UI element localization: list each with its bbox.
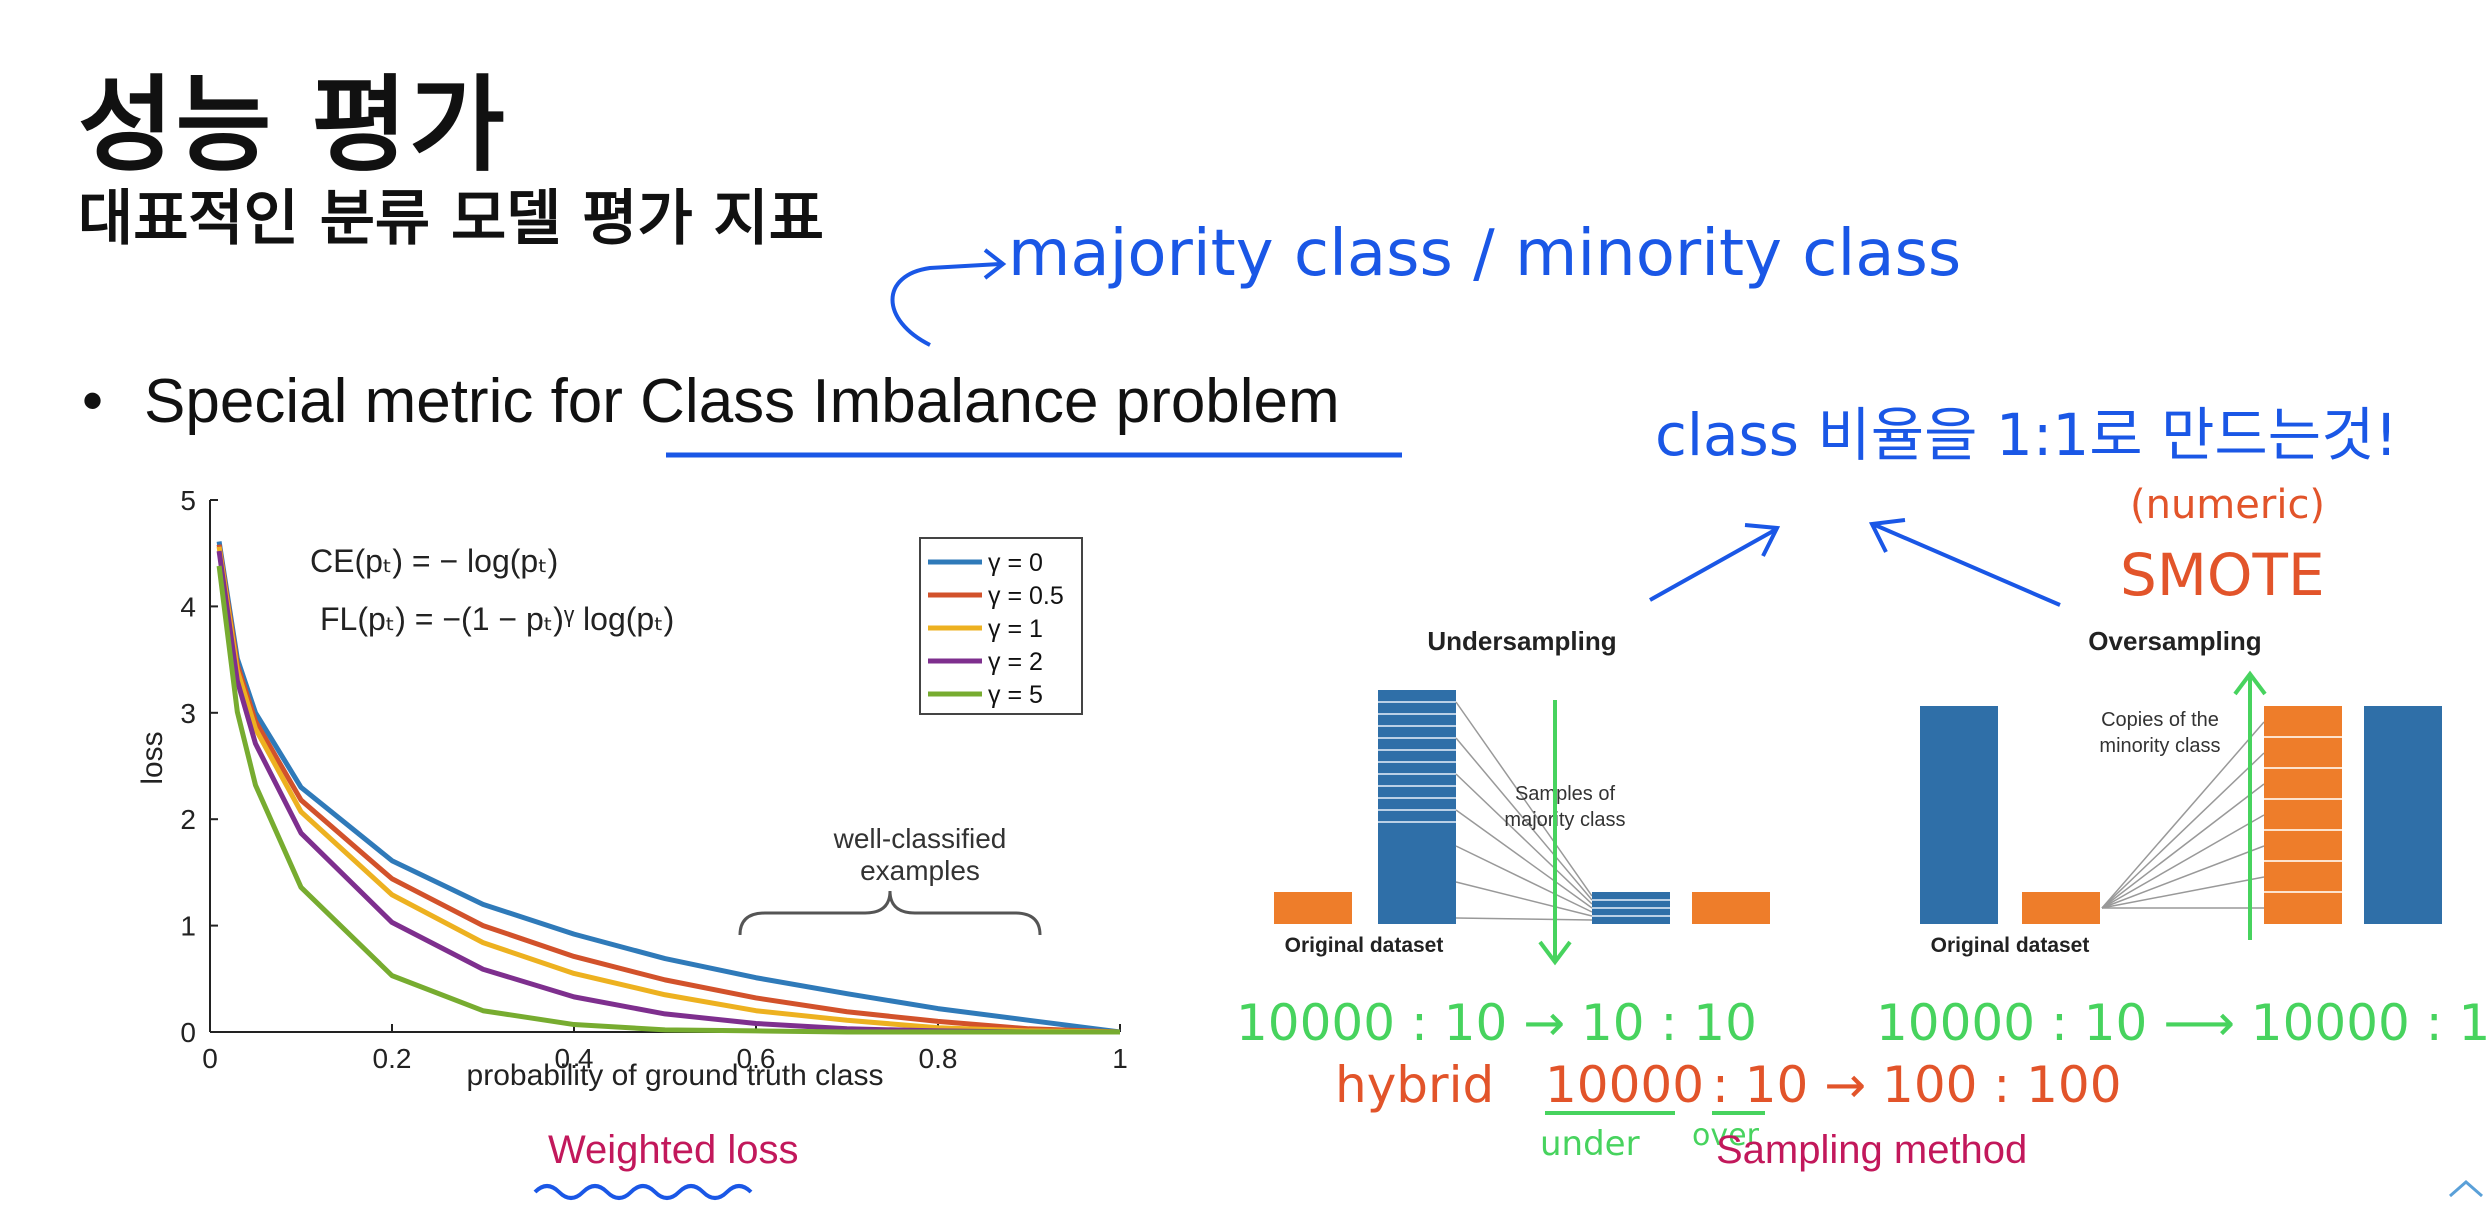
under-kept-minority: [1692, 892, 1770, 924]
copies-label-2: minority class: [2099, 735, 2220, 757]
weighted-loss-squiggle: [533, 1184, 753, 1200]
under-majority-stripes: [1378, 701, 1456, 823]
legend-label: γ = 1: [988, 615, 1043, 643]
over-copy-line: [2101, 814, 2265, 909]
legend-label: γ = 5: [988, 681, 1043, 709]
majority-minority-note: majority class / minority class: [1008, 217, 1961, 291]
over-kept-majority: [2364, 706, 2442, 924]
over-minority-bar: [2022, 892, 2100, 924]
over-up-green-arrowhead: [2233, 670, 2267, 696]
over-original-label: Original dataset: [1931, 934, 2090, 957]
ce-equation: CE(pₜ) = − log(pₜ): [310, 543, 558, 579]
well-classified-brace: [738, 890, 1042, 936]
class-ratio-note: class 비율을 1:1로 만드는것!: [1655, 401, 2398, 469]
under-down-arrowhead: [1538, 940, 1572, 966]
bullet-dot: •: [82, 367, 104, 434]
y-tick-label: 5: [180, 485, 196, 516]
under-sample-line: [1455, 917, 1593, 921]
over-copy-line: [2101, 783, 2265, 909]
under-up-arrowhead: [1744, 523, 1781, 557]
under-ratio-note: 10000 : 10 → 10 : 10: [1236, 994, 1757, 1052]
bullet-text: Special metric for Class Imbalance probl…: [144, 367, 1340, 436]
over-copy-lines: [2101, 721, 2265, 909]
y-tick-label: 4: [180, 591, 196, 622]
x-tick-label: 0.6: [737, 1043, 776, 1074]
hybrid-ratio-b: : 10 → 100 : 100: [1712, 1056, 2122, 1114]
under-sample-lines: [1455, 701, 1593, 921]
over-copy-line: [2101, 845, 2265, 909]
copies-label-1: Copies of the: [2101, 709, 2219, 731]
under-sample-line: [1455, 845, 1593, 913]
chart-lines: [216, 541, 1121, 1035]
slide-subtitle: 대표적인 분류 모델 평가 지표: [78, 184, 824, 254]
y-tick-label: 2: [180, 804, 196, 835]
over-copy-line: [2101, 721, 2265, 909]
sampling-method-caption: Sampling method: [1716, 1128, 2028, 1172]
brace-label-2: examples: [860, 855, 980, 886]
over-majority-bar: [1920, 706, 1998, 924]
x-tick-label: 1: [1112, 1043, 1128, 1074]
legend-label: γ = 0.5: [988, 582, 1064, 610]
under-original-label: Original dataset: [1285, 934, 1444, 957]
legend-label: γ = 2: [988, 648, 1043, 676]
under-sampled-stripes: [1592, 899, 1670, 917]
series-line-gamma-5: [216, 565, 1120, 1035]
under-up-arrow: [1649, 528, 1776, 602]
chart-legend: γ = 0 γ = 0.5 γ = 1 γ = 2 γ = 5: [919, 537, 1083, 715]
y-tick-label: 1: [180, 911, 196, 942]
samples-label-1: Samples of: [1515, 783, 1615, 805]
over-copied-minority: [2264, 706, 2342, 924]
under-sample-line: [1455, 881, 1593, 917]
over-copy-line: [2101, 876, 2265, 909]
over-ratio-note: 10000 : 10 ⟶ 10000 : 10000: [1876, 994, 2492, 1052]
weighted-loss-caption: Weighted loss: [548, 1128, 799, 1172]
y-axis-label: loss: [136, 731, 169, 784]
numeric-note: (numeric): [2130, 482, 2325, 528]
under-minority-bar: [1274, 892, 1352, 924]
smote-note: SMOTE: [2120, 541, 2325, 609]
x-tick-label: 0.8: [919, 1043, 958, 1074]
hybrid-note: hybrid: [1335, 1056, 1494, 1114]
under-majority-bar: [1378, 690, 1456, 924]
under-sample-line: [1455, 701, 1593, 897]
x-tick-label: 0.4: [555, 1043, 594, 1074]
hybrid-ratio-a: 10000: [1545, 1056, 1704, 1114]
series-line-gamma-1: [216, 546, 1121, 1035]
oversampling-title: Oversampling: [2088, 626, 2261, 656]
series-line-gamma-0: [216, 541, 1121, 1035]
over-copy-line: [2101, 752, 2265, 909]
sampling-diagram: Undersampling Oversampling Samples of ma…: [1274, 626, 2442, 966]
slide-title: 성능 평가: [78, 64, 507, 186]
brace-label-1: well-classified: [833, 823, 1007, 854]
legend-label: γ = 0: [988, 549, 1043, 577]
y-tick-label: 0: [180, 1017, 196, 1048]
hook-arrowhead: [983, 248, 1007, 280]
hook-arrow: [890, 262, 1001, 347]
under-sample-line: [1455, 737, 1593, 901]
x-axis-label: probability of ground truth class: [467, 1059, 884, 1092]
under-sample-line: [1455, 809, 1593, 909]
undersampling-title: Undersampling: [1427, 626, 1616, 656]
over-up-arrow: [1874, 523, 2061, 607]
under-label: under: [1540, 1124, 1640, 1164]
over-copy-stripes: [2264, 736, 2342, 893]
under-sample-line: [1455, 773, 1593, 905]
over-label: over: [1692, 1118, 1760, 1153]
x-tick-label: 0.2: [373, 1043, 412, 1074]
y-tick-label: 3: [180, 698, 196, 729]
over-up-arrowhead: [1868, 518, 1906, 553]
samples-label-2: majority class: [1504, 809, 1625, 831]
x-tick-label: 0: [202, 1043, 218, 1074]
fl-equation: FL(pₜ) = −(1 − pₜ)ᵞ log(pₜ): [320, 601, 674, 637]
chevron-up-icon[interactable]: [2449, 1180, 2483, 1198]
